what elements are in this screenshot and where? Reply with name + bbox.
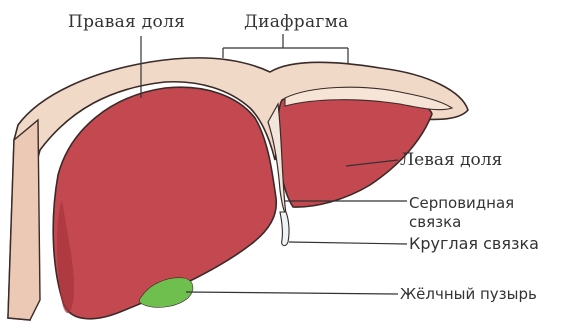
diaphragm-label: Диафрагма (244, 14, 349, 31)
left-lobe-label: Левая доля (400, 152, 502, 169)
round-ligament-shape (280, 212, 289, 246)
gallbladder-label: Жёлчный пузырь (400, 287, 537, 302)
gallbladder-leader (186, 292, 398, 294)
falciform-label-line2: связка (409, 213, 514, 232)
diaphragm-bracket (223, 34, 348, 64)
round-ligament-leader (289, 242, 407, 244)
round-ligament-label: Круглая связка (409, 236, 539, 252)
diaphragm-edge (8, 120, 40, 320)
falciform-ligament-label: Серповидная связка (409, 194, 514, 232)
right-lobe-label: Правая доля (68, 14, 185, 31)
falciform-label-line1: Серповидная (409, 194, 514, 213)
